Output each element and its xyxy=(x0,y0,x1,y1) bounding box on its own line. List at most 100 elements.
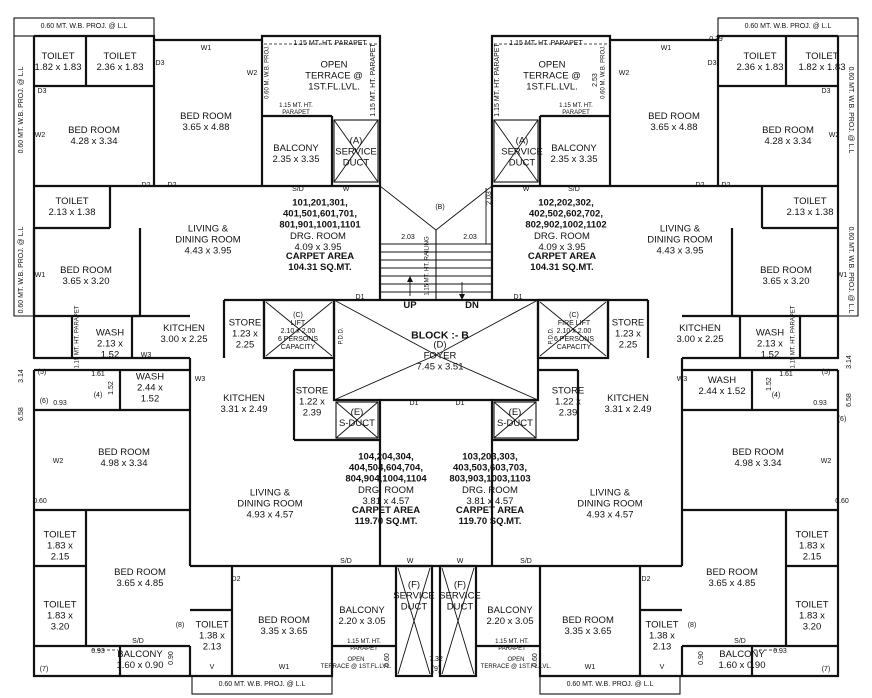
foyer-lines xyxy=(333,299,539,401)
window-w3-br: W3 xyxy=(676,376,688,383)
wbp-bottom-left: 0.60 MT. W.B. PROJ. @ L.L xyxy=(218,681,306,688)
door-sd-tr: S/D xyxy=(568,186,580,193)
flat-numbers-tl: 101,201,301,401,501,601,701,801,901,1001… xyxy=(279,197,361,231)
marker-6-left: (6) xyxy=(39,398,49,405)
railing-label: 1.15 MT. HT. RAILING xyxy=(424,236,431,296)
door-d2-tr: D2 xyxy=(695,182,705,189)
marker-7-left: (7) xyxy=(39,666,49,673)
dim-203-left: 2.03 xyxy=(401,234,415,241)
window-w1-tl-2: W1 xyxy=(34,272,46,279)
window-w3-bl: W3 xyxy=(194,376,206,383)
window-w1-bl: W1 xyxy=(278,664,290,671)
parapet-tl-vert: 1.15 MT. HT. PARAPET xyxy=(370,43,377,117)
parapet-tl-2: 1.15 MT. HT.PARAPET xyxy=(279,103,313,116)
dim-161-right: 1.61 xyxy=(779,371,793,378)
s-duct-e-left: (E)S-DUCT xyxy=(339,407,375,429)
marker-6-right: (6) xyxy=(837,416,847,423)
wbp-bottom-right: 0.60 MT. W.B. PROJ. @ L.L xyxy=(566,681,654,688)
dim-060-bottom-left: 0.60 xyxy=(384,653,391,667)
dim-732: 7.32 xyxy=(429,656,443,663)
wbp-small-tl: 0.60 M. W.B. PROJ. xyxy=(264,45,271,99)
dim-658-right: 6.58 xyxy=(846,393,853,407)
wbp-side-left-top: 0.60 MT. W.B. PROJ. @ L.L xyxy=(18,66,25,154)
parapet-tr-2: 1.15 MT. HT.PARAPET xyxy=(559,103,593,116)
dim-203-right: 2.03 xyxy=(463,234,477,241)
block-name: BLOCK :- B xyxy=(411,329,469,342)
door-d2-br: D2 xyxy=(641,576,651,583)
door-d1-br: D1 xyxy=(455,400,465,407)
window-w1-br: W1 xyxy=(584,664,596,671)
wbp-side-left-bottom: 0.60 MT. W.B. PROJ. @ L.L xyxy=(18,226,25,314)
vent-bl: V xyxy=(209,664,215,671)
wbp-top-right: 0.60 MT. W.B. PROJ. @ L.L xyxy=(744,23,832,30)
parapet-tr-wash: 1.15 MT. HT. PARAPET xyxy=(790,305,797,369)
pdd-right: P.D.D. xyxy=(548,327,555,345)
dim-314-right: 3.14 xyxy=(846,355,853,369)
staircase xyxy=(378,185,494,300)
window-w2-tl: W2 xyxy=(34,132,46,139)
marker-7-right: (7) xyxy=(821,666,831,673)
marker-4-left: (4) xyxy=(93,392,103,399)
dim-090-bl: 0.90 xyxy=(168,651,175,665)
window-w2-tr: W2 xyxy=(828,132,840,139)
dim-060-bottom-right: 0.60 xyxy=(532,653,539,667)
stair-label-b: (B) xyxy=(435,204,445,211)
dim-093-right: 0.93 xyxy=(813,400,827,407)
window-w2-tr-2: W2 xyxy=(618,70,630,77)
marker-8-left: (8) xyxy=(175,622,185,629)
vent-br: V xyxy=(659,664,665,671)
window-w-bl: W xyxy=(406,558,414,565)
window-w1-tr: W1 xyxy=(660,45,672,52)
dim-203-vert: 2.03 xyxy=(486,191,493,205)
dim-093-bl: 0.93 xyxy=(91,648,105,655)
door-sd-br-small: S/D xyxy=(734,638,746,645)
door-d1-bl: D1 xyxy=(409,400,419,407)
door-d2-bl: D2 xyxy=(231,576,241,583)
wbp-side-right-top: 0.60 MT. W.B. PROJ. @ L.L xyxy=(847,66,854,154)
dim-658-left: 6.58 xyxy=(18,407,25,421)
door-d1-tr: D1 xyxy=(513,294,523,301)
door-sd-br: S/D xyxy=(520,558,532,565)
wbp-top-left: 0.60 MT. W.B. PROJ. @ L.L xyxy=(40,23,128,30)
dim-152-right: 1.52 xyxy=(766,377,773,391)
dim-093-left: 0.93 xyxy=(53,400,67,407)
